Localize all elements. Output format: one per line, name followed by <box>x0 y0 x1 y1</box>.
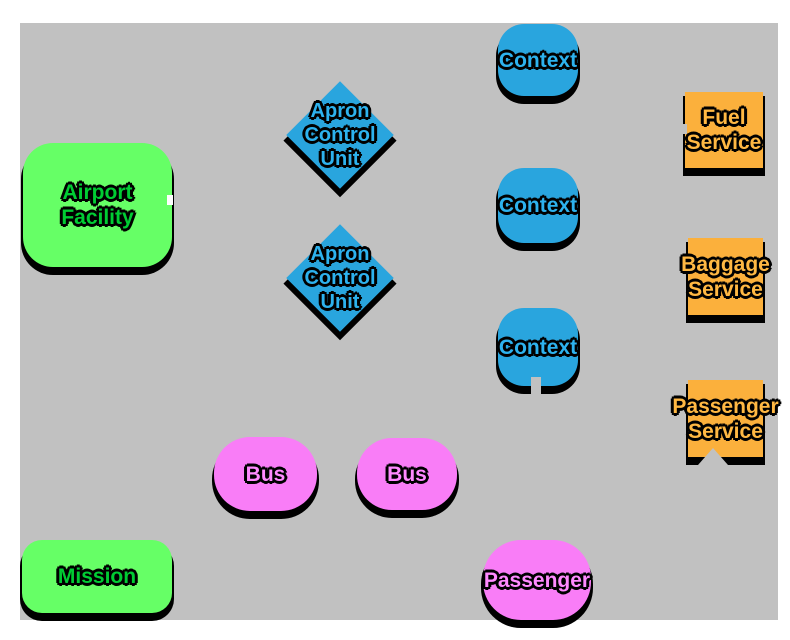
node-label: Context <box>498 48 578 72</box>
connector-notch <box>682 124 687 134</box>
node-label: Mission <box>57 565 137 588</box>
node-label: Context <box>498 194 578 217</box>
node-apron-control-unit-1[interactable]: Apron Control Unit <box>286 81 394 189</box>
diagram-canvas[interactable]: Airport Facility Mission Apron Control U… <box>20 23 779 620</box>
node-bus-1[interactable]: Bus <box>214 437 317 511</box>
node-label: Apron Control Unit <box>304 100 376 170</box>
node-bus-2[interactable]: Bus <box>357 438 457 510</box>
node-label: Bus <box>245 462 286 486</box>
node-context-1[interactable]: Context <box>498 24 578 96</box>
node-apron-control-unit-2[interactable]: Apron Control Unit <box>286 224 394 332</box>
node-label: Context <box>498 335 578 359</box>
node-fuel-service[interactable]: Fuel Service <box>685 92 763 168</box>
node-label: Fuel Service <box>686 106 762 154</box>
node-passenger-service[interactable]: Passenger Service <box>672 380 779 457</box>
node-label: Passenger <box>483 568 591 592</box>
connector-notch <box>167 195 173 205</box>
node-baggage-service[interactable]: Baggage Service <box>681 238 770 315</box>
node-label: Bus <box>387 462 427 486</box>
shadow-notch-wedge <box>698 448 728 465</box>
node-mission[interactable]: Mission <box>22 540 172 613</box>
node-label: Airport Facility <box>61 181 134 229</box>
node-airport-facility[interactable]: Airport Facility <box>23 143 172 267</box>
connector-notch <box>531 377 541 394</box>
node-context-3[interactable]: Context <box>498 308 578 386</box>
node-context-2[interactable]: Context <box>498 168 578 243</box>
node-label: Apron Control Unit <box>304 243 376 313</box>
node-passenger[interactable]: Passenger <box>483 540 591 620</box>
node-label: Baggage Service <box>681 252 770 301</box>
node-label: Passenger Service <box>672 394 779 443</box>
